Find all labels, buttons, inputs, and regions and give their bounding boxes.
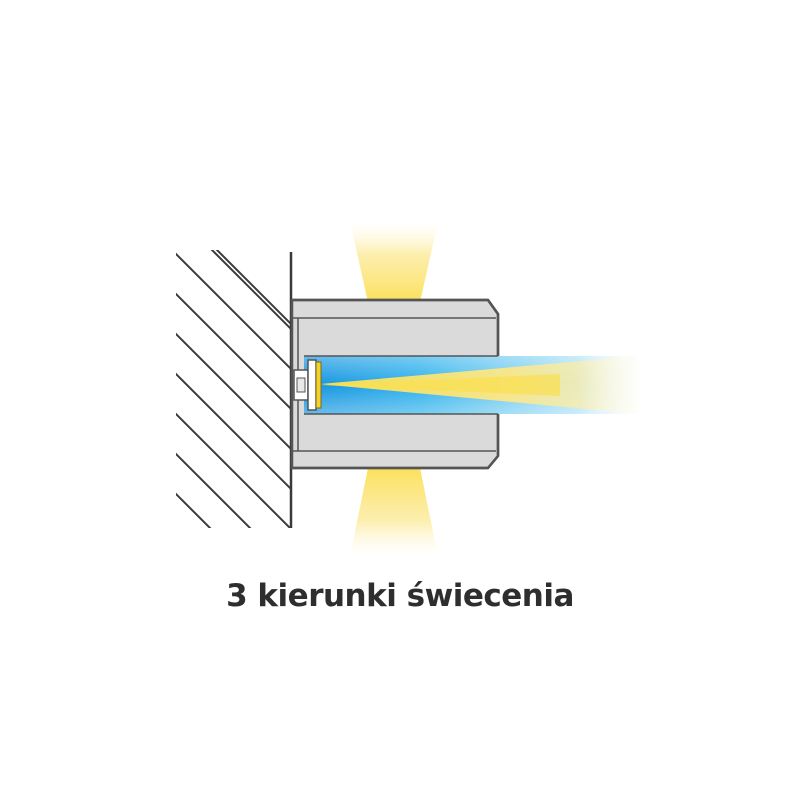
light-beam-up — [350, 222, 438, 302]
beam-fade — [500, 350, 642, 420]
light-beam-down — [350, 468, 438, 556]
diagram-caption: 3 kierunki świecenia — [226, 578, 574, 614]
led-strip — [293, 359, 322, 411]
profile-outline — [292, 298, 500, 470]
wall-hatching — [176, 250, 292, 528]
